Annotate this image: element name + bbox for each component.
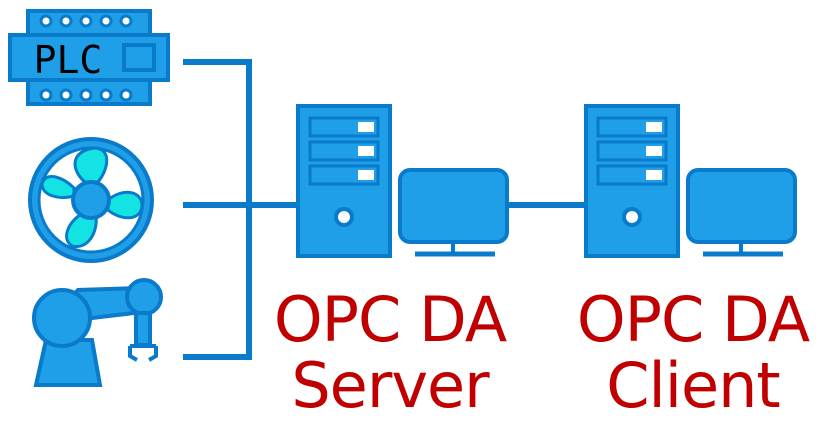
server-label-line1: OPC DA [273, 283, 507, 356]
client-label-line2: Client [606, 349, 781, 422]
fan-icon [28, 137, 154, 263]
client-computer-icon [584, 104, 797, 258]
server-label-line2: Server [291, 349, 489, 422]
client-label-line1: OPC DA [576, 283, 810, 356]
client-label: OPC DA Client [558, 287, 822, 419]
plc-label: PLC [34, 38, 103, 82]
server-label: OPC DA Server [255, 287, 525, 419]
device-bus-connector [183, 59, 296, 360]
server-computer-icon [296, 104, 509, 258]
plc-icon [8, 9, 170, 106]
robot-arm-icon [32, 278, 163, 387]
